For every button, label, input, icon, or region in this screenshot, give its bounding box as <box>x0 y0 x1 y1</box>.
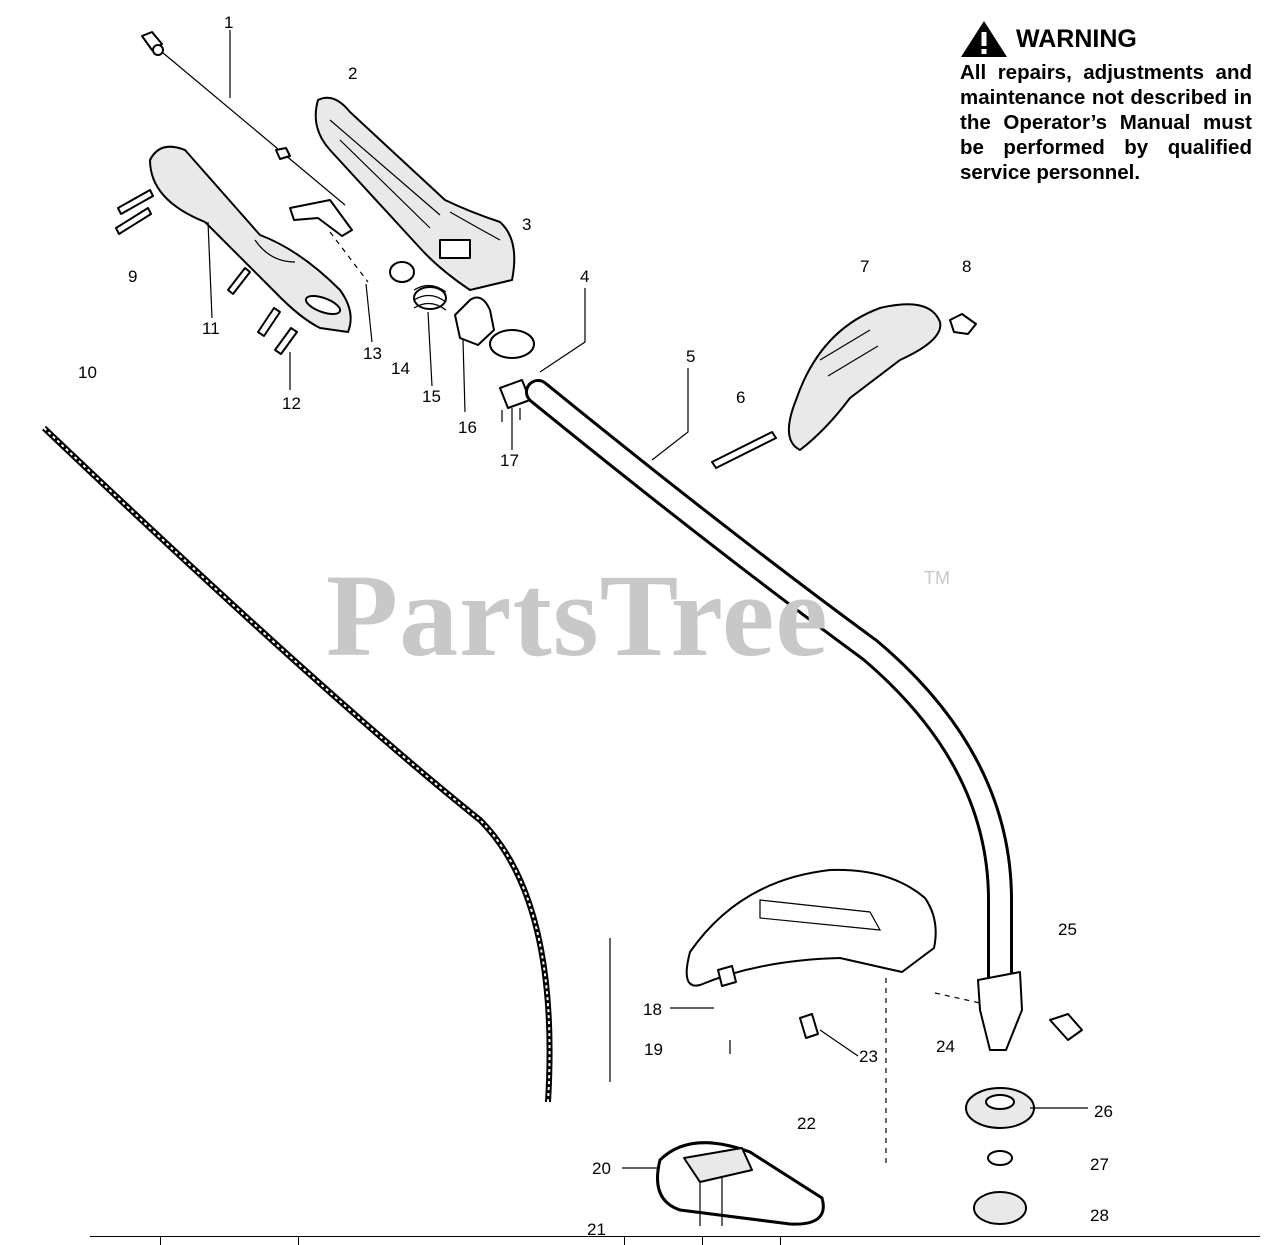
callout-4: 4 <box>580 267 589 286</box>
warning-box: WARNING All repairs, adjustments and mai… <box>960 20 1252 185</box>
warning-heading: WARNING <box>1016 24 1137 53</box>
callout-13: 13 <box>363 344 382 363</box>
callout-14: 14 <box>391 359 410 378</box>
screw-12-part[interactable] <box>227 267 298 355</box>
trimmer-head-part[interactable] <box>965 1087 1035 1225</box>
callout-27: 27 <box>1090 1155 1109 1174</box>
watermark: PartsTree <box>326 550 829 681</box>
handle-housing-right-part[interactable] <box>314 96 516 291</box>
callout-10: 10 <box>78 363 97 382</box>
gearbox-part[interactable] <box>934 971 1083 1051</box>
callout-26: 26 <box>1094 1102 1113 1121</box>
callout-1: 1 <box>224 13 233 32</box>
callout-24: 24 <box>936 1037 955 1056</box>
leader-lines <box>207 30 1088 1169</box>
callout-5: 5 <box>686 347 695 366</box>
callout-15: 15 <box>422 387 441 406</box>
throttle-trigger-part[interactable] <box>289 199 369 283</box>
callout-16: 16 <box>458 418 477 437</box>
auxiliary-handle-part[interactable] <box>788 303 942 451</box>
wing-nut-part[interactable] <box>949 313 977 335</box>
callout-12: 12 <box>282 394 301 413</box>
warning-triangle-icon <box>961 21 1007 57</box>
o-ring-part[interactable] <box>389 261 415 283</box>
callout-19: 19 <box>644 1040 663 1059</box>
callout-22: 22 <box>797 1114 816 1133</box>
handle-clamp-part[interactable] <box>454 296 535 359</box>
deflector-shield-part[interactable] <box>609 868 937 1168</box>
callout-23: 23 <box>859 1047 878 1066</box>
callout-18: 18 <box>643 1000 662 1019</box>
callout-28: 28 <box>1090 1206 1109 1225</box>
drive-shaft-tube-part[interactable] <box>525 379 1013 998</box>
warning-text: All repairs, adjustments and maintenance… <box>960 61 1252 184</box>
line-cutter-guard-part[interactable] <box>656 1141 825 1226</box>
callout-21: 21 <box>587 1220 606 1239</box>
bolt-part[interactable] <box>711 431 777 469</box>
callout-17: 17 <box>500 451 519 470</box>
callout-25: 25 <box>1058 920 1077 939</box>
warning-heading-row: WARNING <box>960 20 1252 58</box>
callout-9: 9 <box>128 267 137 286</box>
parts-table-header-edge <box>90 1236 1260 1245</box>
throttle-cable-part[interactable] <box>141 31 346 206</box>
callout-2: 2 <box>348 64 357 83</box>
callout-3: 3 <box>522 215 531 234</box>
callout-20: 20 <box>592 1159 611 1178</box>
tube-clamp-part[interactable] <box>499 379 531 422</box>
callout-11: 11 <box>202 319 220 338</box>
callout-6: 6 <box>736 388 745 407</box>
shield-fasteners-part[interactable] <box>717 965 819 1054</box>
callout-8: 8 <box>962 257 971 276</box>
flexible-drive-shaft-part[interactable] <box>41 425 553 1103</box>
handle-housing-left-part[interactable] <box>149 145 352 333</box>
watermark-trademark: TM <box>924 568 950 588</box>
spring-part[interactable] <box>413 284 447 311</box>
callout-7: 7 <box>860 257 869 276</box>
screw-9-part[interactable] <box>115 189 154 235</box>
callout-labels: 1 2 3 4 5 6 7 8 9 10 11 12 13 14 15 16 1… <box>78 13 1113 1239</box>
